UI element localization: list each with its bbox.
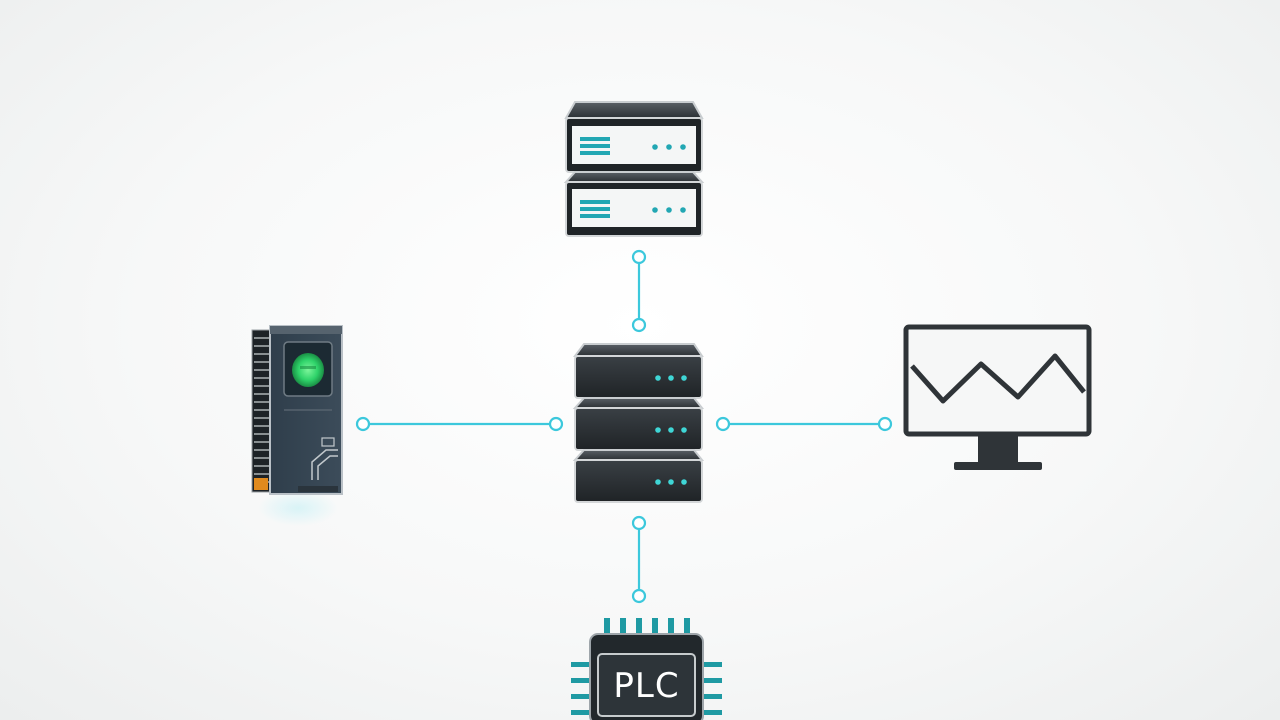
server-rack-icon: [572, 343, 705, 503]
plc-label: PLC: [613, 666, 679, 706]
storage-server-icon: [563, 101, 705, 237]
connector-top: [631, 249, 647, 333]
controller-module-icon: [251, 325, 343, 526]
monitor-chart-icon: [903, 324, 1092, 470]
plc-chip-icon: PLC: [571, 618, 722, 720]
connector-lines: [355, 249, 893, 604]
connector-left: [355, 416, 564, 432]
connector-right: [715, 416, 893, 432]
connector-bottom: [631, 515, 647, 604]
